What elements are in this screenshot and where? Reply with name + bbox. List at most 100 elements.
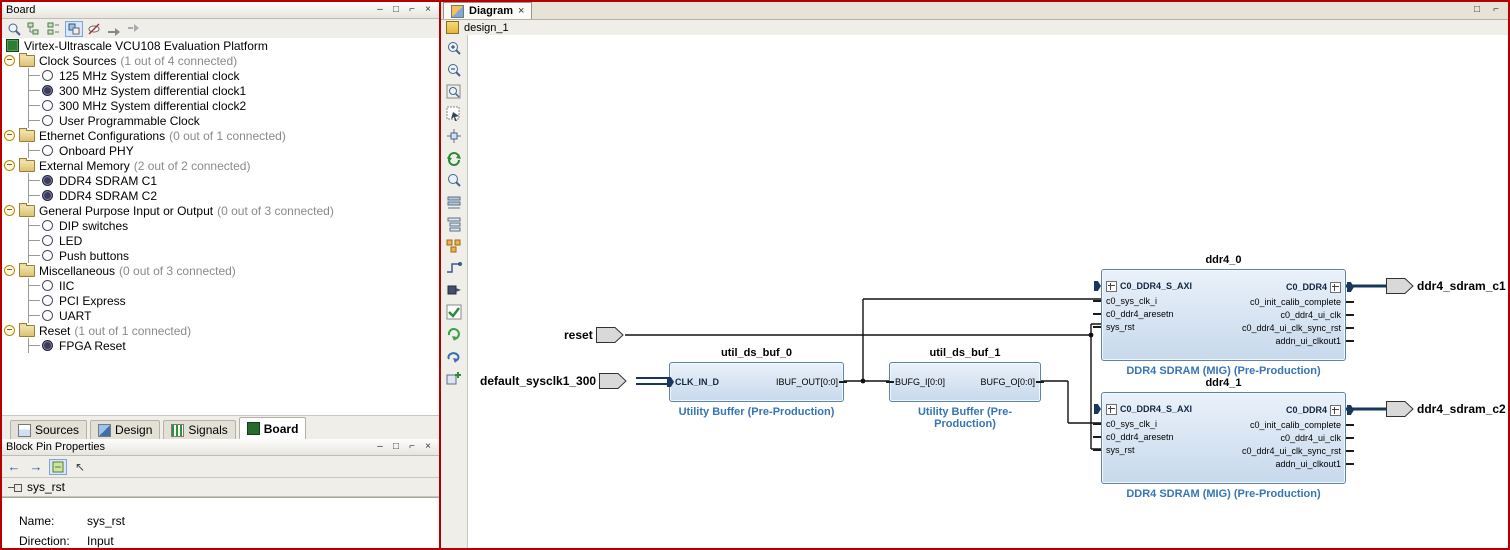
tree-item-user-programmable-clock[interactable]: User Programmable Clock (2, 113, 439, 128)
collapse-toggle-icon[interactable] (4, 130, 15, 141)
port-bufg-i[interactable]: BUFG_I[0:0] (885, 377, 946, 387)
float-icon[interactable]: ⌐ (1493, 4, 1499, 15)
close-icon[interactable]: × (425, 3, 431, 15)
tree-item-iic[interactable]: IIC (2, 278, 439, 293)
tree-item-300mhz-clock2[interactable]: 300 MHz System differential clock2 (2, 98, 439, 113)
tree-item-push-buttons[interactable]: Push buttons (2, 248, 439, 263)
tree-group-ethernet[interactable]: Ethernet Configurations (0 out of 1 conn… (2, 127, 439, 143)
port-c0-ddr4-ui-clk-sync-rst[interactable]: c0_ddr4_ui_clk_sync_rst (1238, 444, 1355, 457)
collapse-hierarchy-icon[interactable] (444, 192, 464, 212)
port-c0-ddr4-ui-clk[interactable]: c0_ddr4_ui_clk (1276, 431, 1354, 444)
tab-close-icon[interactable]: × (518, 5, 525, 17)
diagram-wires[interactable] (468, 35, 1508, 548)
block-util-ds-buf-1[interactable]: util_ds_buf_1 BUFG_I[0:0] BUFG_O[0:0] Ut… (885, 347, 1044, 430)
collapse-toggle-icon[interactable] (4, 160, 15, 171)
port-c0-ddr4[interactable]: C0_DDR4 (1282, 279, 1354, 295)
close-icon[interactable]: × (425, 440, 431, 452)
minimize-icon[interactable]: – (377, 440, 383, 452)
tree-item-300mhz-clock1[interactable]: 300 MHz System differential clock1 (2, 83, 439, 98)
zoom-fit-icon[interactable] (444, 82, 464, 102)
port-c0-ddr4-ui-clk[interactable]: c0_ddr4_ui_clk (1276, 308, 1354, 321)
breadcrumb-design-name[interactable]: design_1 (464, 21, 509, 34)
back-icon[interactable]: ← (7, 459, 21, 474)
port-addn-ui-clkout1[interactable]: addn_ui_clkout1 (1271, 457, 1354, 470)
port-c0-ddr4-aresetn[interactable]: c0_ddr4_aresetn (1093, 430, 1178, 443)
expand-interface-icon[interactable] (1330, 281, 1341, 293)
disconnect-icon[interactable] (125, 21, 143, 37)
tab-sources[interactable]: Sources (10, 420, 88, 439)
maximize-icon[interactable]: □ (392, 3, 400, 15)
tree-item-pci-express[interactable]: PCI Express (2, 293, 439, 308)
diagram-canvas[interactable]: reset default_sysclk1_300 ddr4_sdram_c1 … (468, 35, 1508, 548)
search-icon[interactable] (444, 170, 464, 190)
port-bufg-o[interactable]: BUFG_O[0:0] (980, 377, 1044, 387)
validate-design-icon[interactable] (444, 302, 464, 322)
tab-diagram[interactable]: Diagram × (443, 2, 533, 19)
hide-unconnected-icon[interactable] (85, 21, 103, 37)
block-ddr4-0[interactable]: ddr4_0 C0_DDR4_S_AXI c0_sys_clk_i c0_ddr… (1092, 254, 1355, 377)
external-port-default-sysclk1-300[interactable]: default_sysclk1_300 (480, 373, 627, 389)
port-c0-init-calib-complete[interactable]: c0_init_calib_complete (1246, 418, 1355, 431)
collapse-all-icon[interactable] (45, 21, 63, 37)
tree-item-fpga-reset[interactable]: FPGA Reset (2, 338, 439, 353)
selected-pin-row[interactable]: sys_rst (2, 478, 439, 497)
tree-group-clock-sources[interactable]: Clock Sources (1 out of 4 connected) (2, 52, 439, 68)
port-c0-sys-clk-i[interactable]: c0_sys_clk_i (1092, 294, 1161, 307)
tree-group-miscellaneous[interactable]: Miscellaneous (0 out of 3 connected) (2, 262, 439, 278)
collapse-toggle-icon[interactable] (4, 205, 15, 216)
minimize-icon[interactable]: – (377, 3, 383, 15)
connect-icon[interactable] (105, 21, 123, 37)
collapse-toggle-icon[interactable] (4, 265, 15, 276)
show-interface-icon[interactable] (444, 280, 464, 300)
port-c0-ddr4[interactable]: C0_DDR4 (1282, 402, 1354, 418)
tree-group-reset[interactable]: Reset (1 out of 1 connected) (2, 322, 439, 338)
tree-item-ddr4-sdram-c1[interactable]: DDR4 SDRAM C1 (2, 173, 439, 188)
maximize-icon[interactable]: □ (1473, 4, 1481, 15)
refresh-changed-icon[interactable] (444, 324, 464, 344)
maximize-icon[interactable]: □ (392, 440, 400, 452)
fit-selection-icon[interactable] (444, 126, 464, 146)
tree-item-led[interactable]: LED (2, 233, 439, 248)
block-ddr4-1[interactable]: ddr4_1 C0_DDR4_S_AXI c0_sys_clk_i c0_ddr… (1092, 377, 1355, 500)
port-addn-ui-clkout1[interactable]: addn_ui_clkout1 (1271, 334, 1354, 347)
search-icon[interactable] (5, 21, 23, 37)
float-icon[interactable]: ⌐ (409, 3, 415, 15)
port-c0-sys-clk-i[interactable]: c0_sys_clk_i (1092, 417, 1161, 430)
external-port-reset[interactable]: reset (564, 327, 624, 343)
tree-item-ddr4-sdram-c2[interactable]: DDR4 SDRAM C2 (2, 188, 439, 203)
expand-hierarchy-icon[interactable] (444, 214, 464, 234)
tab-board[interactable]: Board (238, 417, 307, 439)
tree-item-onboard-phy[interactable]: Onboard PHY (2, 143, 439, 158)
float-icon[interactable]: ⌐ (409, 440, 415, 452)
port-c0-init-calib-complete[interactable]: c0_init_calib_complete (1246, 295, 1355, 308)
zoom-in-icon[interactable] (444, 38, 464, 58)
zoom-out-icon[interactable] (444, 60, 464, 80)
tree-item-dip-switches[interactable]: DIP switches (2, 218, 439, 233)
port-ibuf-out[interactable]: IBUF_OUT[0:0] (775, 377, 848, 387)
port-sys-rst[interactable]: sys_rst (1093, 443, 1139, 456)
collapse-toggle-icon[interactable] (4, 55, 15, 66)
add-ip-icon[interactable] (444, 368, 464, 388)
select-icon[interactable]: ↖ (74, 459, 86, 474)
tree-root-platform[interactable]: Virtex-Ultrascale VCU108 Evaluation Plat… (2, 38, 439, 53)
tree-group-external-memory[interactable]: External Memory (2 out of 2 connected) (2, 157, 439, 173)
port-c0-ddr4-ui-clk-sync-rst[interactable]: c0_ddr4_ui_clk_sync_rst (1238, 321, 1355, 334)
port-c0-ddr4-s-axi[interactable]: C0_DDR4_S_AXI (1094, 278, 1196, 294)
expand-all-icon[interactable] (25, 21, 43, 37)
optimize-routing-icon[interactable] (444, 258, 464, 278)
properties-icon[interactable] (49, 458, 67, 475)
block-util-ds-buf-0[interactable]: util_ds_buf_0 CLK_IN_D IBUF_OUT[0:0] Uti… (667, 347, 848, 418)
port-clk-in-d[interactable]: CLK_IN_D (667, 374, 719, 390)
regenerate-layout-icon[interactable] (444, 236, 464, 256)
external-port-ddr4-sdram-c2[interactable]: ddr4_sdram_c2 (1386, 401, 1506, 417)
tree-item-125mhz-clock[interactable]: 125 MHz System differential clock (2, 68, 439, 83)
external-port-ddr4-sdram-c1[interactable]: ddr4_sdram_c1 (1386, 278, 1506, 294)
expand-interface-icon[interactable] (1330, 404, 1341, 416)
forward-icon[interactable]: → (29, 459, 43, 474)
zoom-area-icon[interactable] (444, 104, 464, 124)
port-sys-rst[interactable]: sys_rst (1093, 320, 1139, 333)
collapse-toggle-icon[interactable] (4, 325, 15, 336)
expand-interface-icon[interactable] (1106, 280, 1117, 292)
tab-signals[interactable]: Signals (163, 420, 236, 439)
refresh-view-icon[interactable] (444, 148, 464, 168)
